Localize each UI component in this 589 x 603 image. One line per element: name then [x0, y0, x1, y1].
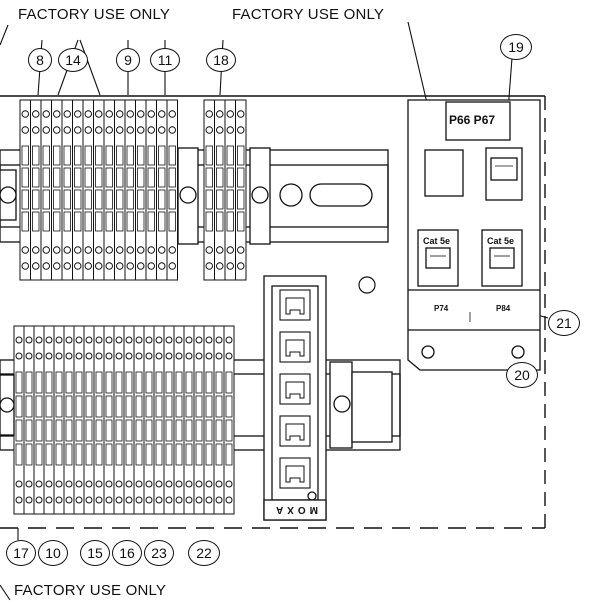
- end-stops-upper: [0, 147, 271, 245]
- callout-8: 8: [28, 48, 52, 72]
- callout-14: 14: [58, 48, 88, 72]
- terminal: [135, 99, 147, 281]
- port-label-p74: P74: [434, 304, 449, 313]
- factory-use-label-top-right: FACTORY USE ONLY: [232, 6, 385, 23]
- jack-label-right: Cat 5e: [487, 236, 515, 246]
- callout-22: 22: [188, 540, 220, 566]
- callout-10: 10: [38, 540, 68, 566]
- terminal: [33, 325, 45, 515]
- ethernet-port: [279, 373, 311, 405]
- terminal: [133, 325, 145, 515]
- terminal: [123, 325, 135, 515]
- terminal: [103, 99, 115, 281]
- terminal: [223, 325, 235, 515]
- callout-21: 21: [548, 310, 580, 336]
- callout-17: 17: [6, 540, 36, 566]
- terminal: [40, 99, 52, 281]
- terminal: [30, 99, 42, 281]
- terminal: [19, 99, 31, 281]
- terminal: [82, 99, 94, 281]
- terminal: [51, 99, 63, 281]
- terminal: [156, 99, 168, 281]
- terminal: [145, 99, 157, 281]
- ethernet-port: [279, 457, 311, 489]
- terminal: [183, 325, 195, 515]
- terminal: [166, 99, 178, 281]
- terminal: [83, 325, 95, 515]
- terminal: [113, 325, 125, 515]
- terminal: [114, 99, 126, 281]
- terminal: [23, 325, 35, 515]
- terminal: [153, 325, 165, 515]
- callout-11: 11: [150, 48, 180, 72]
- callout-23: 23: [144, 540, 174, 566]
- terminal: [73, 325, 85, 515]
- terminal: [235, 99, 247, 281]
- terminal: [13, 325, 25, 515]
- jack-label-left: Cat 5e: [423, 236, 451, 246]
- terminal: [214, 99, 226, 281]
- terminal-block-upper-right: [203, 99, 247, 281]
- terminal: [103, 325, 115, 515]
- ethernet-port: [279, 331, 311, 363]
- ethernet-port: [279, 289, 311, 321]
- terminal-block-lower: [13, 325, 235, 515]
- terminal: [53, 325, 65, 515]
- callout-20: 20: [506, 362, 538, 388]
- callout-19: 19: [500, 34, 532, 60]
- patch-plate: [407, 99, 541, 371]
- terminal: [124, 99, 136, 281]
- callout-15: 15: [80, 540, 110, 566]
- port-label-p84: P84: [496, 304, 511, 313]
- terminal-block-upper-left: [19, 99, 178, 281]
- terminal: [63, 325, 75, 515]
- ethernet-port: [279, 415, 311, 447]
- terminal: [163, 325, 175, 515]
- switch-brand-label: MOXA: [272, 504, 318, 515]
- terminal: [203, 99, 215, 281]
- terminal: [93, 99, 105, 281]
- terminal: [203, 325, 215, 515]
- jack-details: [430, 165, 513, 322]
- callout-18: 18: [206, 48, 236, 72]
- terminal: [173, 325, 185, 515]
- ports-label: P66 P67: [449, 113, 496, 127]
- panel-outline: [0, 95, 546, 529]
- ethernet-switch: [263, 275, 327, 521]
- factory-use-label-top-left: FACTORY USE ONLY: [18, 6, 171, 23]
- end-stop-lower-left: [0, 374, 15, 436]
- terminal: [193, 325, 205, 515]
- terminal: [61, 99, 73, 281]
- callout-16: 16: [112, 540, 142, 566]
- callout-9: 9: [116, 48, 140, 72]
- terminal: [224, 99, 236, 281]
- factory-use-label-bottom: FACTORY USE ONLY: [14, 582, 167, 599]
- terminal: [93, 325, 105, 515]
- terminal: [43, 325, 55, 515]
- terminal: [213, 325, 225, 515]
- terminal: [72, 99, 84, 281]
- mounting-hole: [358, 276, 376, 294]
- terminal: [143, 325, 155, 515]
